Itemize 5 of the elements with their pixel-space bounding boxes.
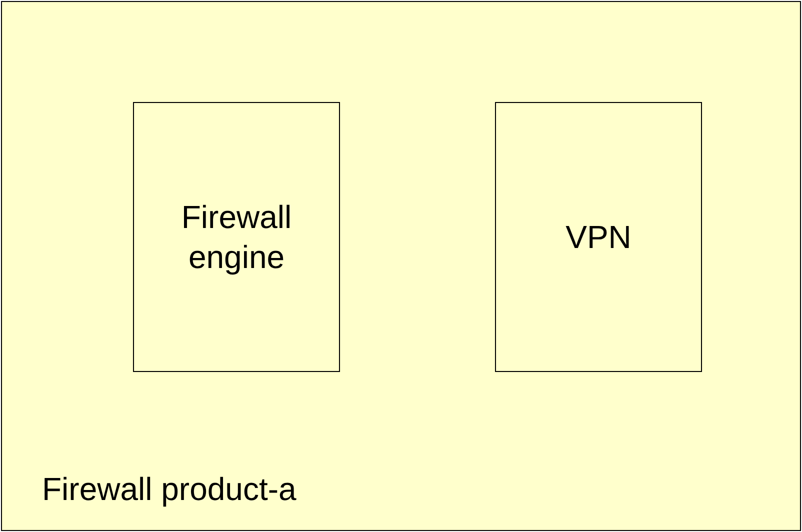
component-label: Firewall engine [180,198,293,277]
component-box [133,102,340,372]
component-label: VPN [566,218,632,257]
component-box [495,102,702,372]
container-label: Firewall product-a [42,471,296,508]
